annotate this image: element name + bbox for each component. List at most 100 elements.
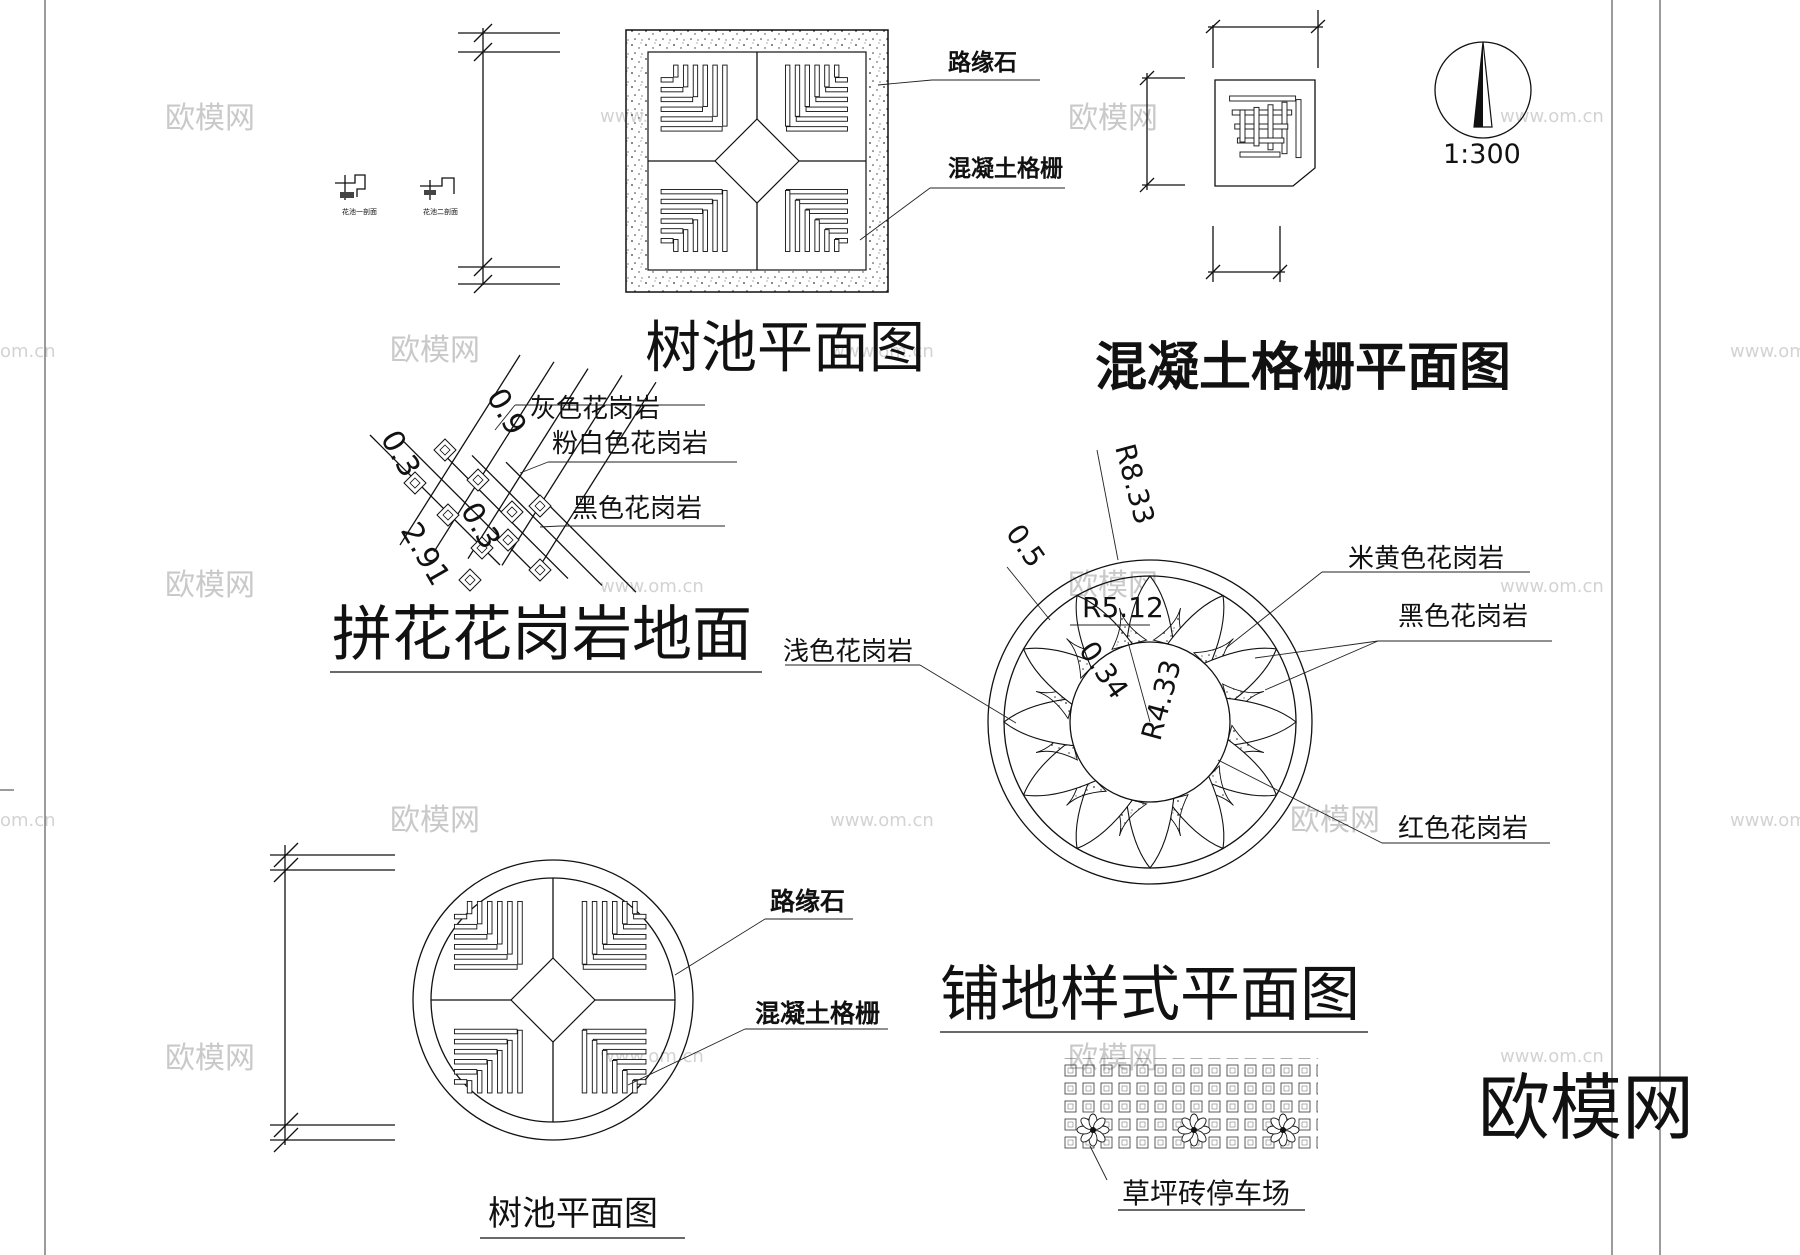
watermark-text: 欧模网 (165, 101, 255, 136)
grate-slot (592, 954, 647, 960)
tree-opening (714, 118, 800, 204)
sheet-frame (0, 0, 1661, 1255)
grate-slot (673, 64, 679, 78)
dim-value: 0.5 (999, 518, 1052, 573)
watermark-url: www.om.cn (830, 810, 934, 831)
grate-slot (453, 923, 478, 930)
grate-slot (453, 964, 518, 970)
label-red-granite: 红色花岗岩 (1398, 814, 1528, 844)
grate-slot (633, 913, 647, 920)
watermark-text: 欧模网 (165, 1041, 255, 1076)
grate-slot (632, 900, 638, 915)
grate-slot (476, 900, 483, 925)
grate-slot (601, 1049, 608, 1094)
grate-slot (660, 106, 703, 112)
tree-opening (510, 957, 596, 1043)
grate-slot (660, 228, 684, 234)
grate-slot (602, 1048, 647, 1055)
grate-slot (507, 900, 513, 955)
grate-slot (487, 1060, 493, 1094)
grate-slot (591, 1039, 598, 1094)
grate-slot (660, 86, 684, 93)
granite-tile (528, 558, 552, 582)
grate-slot (692, 64, 699, 98)
grid-line (505, 461, 637, 593)
tree-pit-round-plan: 路缘石 混凝土格栅 树池平面图 (270, 842, 888, 1239)
grate-slot (785, 126, 848, 132)
watermark-url: om.cn (0, 810, 56, 831)
curb-stone (412, 859, 694, 1141)
grate-slot (622, 1070, 628, 1094)
grate-slot (660, 238, 674, 244)
watermark-text: 欧模网 (1290, 803, 1380, 838)
grate-slot (581, 900, 588, 965)
dimension-line (458, 23, 560, 294)
grate-slots (1229, 95, 1302, 159)
petal (1125, 575, 1175, 646)
watermark-url: www.om.cn (1500, 106, 1604, 127)
granite-tile (403, 471, 427, 495)
title-tree-pit-round: 树池平面图 (488, 1194, 658, 1234)
grate-slot (612, 900, 618, 935)
grate-slot (794, 64, 801, 117)
grate-slot (613, 1059, 647, 1065)
grate-slot (805, 106, 848, 112)
granite-tile-inner (464, 574, 476, 586)
grid-line (467, 368, 589, 559)
dim-value: 0.3 (373, 425, 427, 484)
grate-slot (1267, 104, 1274, 151)
grate-slot (824, 64, 830, 88)
grate-slot (622, 900, 628, 925)
granite-tile (458, 568, 482, 592)
grate-slot (660, 218, 694, 224)
shrub-icon (1280, 1127, 1286, 1133)
grid-line (535, 381, 657, 573)
diagonal-grid (369, 354, 657, 593)
dim-value: 2.91 (393, 517, 457, 592)
small-detail-label: 花池一剖面 (342, 207, 377, 216)
grate-slot (805, 208, 848, 214)
grate-slot (487, 900, 493, 935)
grate-slot (453, 1069, 478, 1075)
granite-tile-inner (534, 500, 546, 512)
grate-quarter (1214, 79, 1316, 187)
grate-slot (660, 208, 703, 214)
grate-slot (804, 64, 810, 107)
brand-logo-text: 欧模网 (1478, 1066, 1694, 1150)
granite-tile-inner (534, 564, 546, 576)
granite-tile (496, 528, 520, 552)
grate-slot (591, 900, 598, 955)
grate-slot (453, 954, 508, 960)
grate-slot (834, 239, 840, 252)
granite-tile (466, 468, 490, 492)
watermark-url: www.om.cn (1730, 341, 1800, 362)
grate-slot (497, 900, 503, 945)
watermark-url: www.om.cn (1500, 1046, 1604, 1067)
dim-value: R8.33 (1108, 440, 1161, 528)
label-curb-stone: 路缘石 (770, 887, 845, 916)
grate-slot (581, 1029, 588, 1094)
grate-slot (814, 64, 820, 98)
grate-slot (702, 209, 708, 252)
grate-slots (453, 900, 647, 1094)
grate-slot (453, 1048, 498, 1055)
title-paving-plan: 铺地样式平面图 (940, 960, 1360, 1030)
dim-value: 0.3 (453, 497, 507, 556)
petal-inner (1111, 607, 1148, 651)
label-pinkwhite-granite: 粉白色花岗岩 (552, 429, 708, 459)
grate-slot (1234, 123, 1289, 130)
watermark-url: www.om.cn (830, 341, 934, 362)
grate-slot (660, 198, 713, 205)
grate-slot (453, 944, 498, 950)
dimension-line (270, 842, 395, 1153)
title-grate-plan: 混凝土格栅平面图 (1095, 338, 1511, 398)
label-black-granite: 黑色花岗岩 (1398, 602, 1528, 632)
grate-slot (1295, 99, 1302, 159)
grate-slot (1236, 137, 1285, 144)
watermark-text: 欧模网 (165, 568, 255, 603)
grate-slot (1253, 106, 1260, 147)
small-detail-label: 花池二剖面 (423, 207, 458, 216)
grate-slot (712, 199, 718, 252)
grate-slot (453, 1038, 508, 1045)
